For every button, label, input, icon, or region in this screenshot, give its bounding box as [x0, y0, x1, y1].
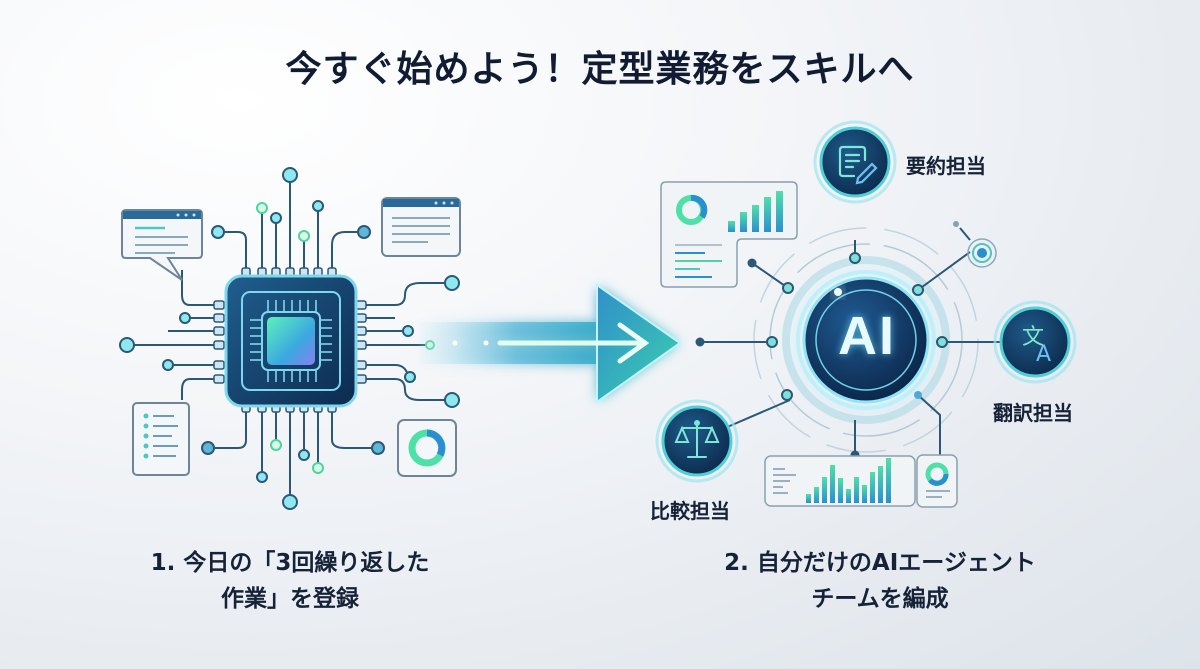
agent-node-summary — [813, 120, 897, 204]
chip-icon — [224, 274, 358, 408]
step2-line2: チームを編成 — [811, 586, 949, 612]
arrow-icon — [420, 283, 682, 404]
agent-node-translate: 文 A — [993, 300, 1077, 384]
agent-label-compare: 比較担当 — [650, 499, 730, 523]
analytics-panel-icon — [660, 181, 798, 288]
step1-line2: 作業」を登録 — [221, 586, 359, 612]
chip-trace-nodes — [119, 167, 460, 510]
step2-line1: 2. 自分だけのAIエージェント — [724, 550, 1036, 576]
svg-text:A: A — [1036, 342, 1051, 367]
checklist-icon — [132, 402, 190, 476]
target-icon — [967, 238, 997, 268]
balance-scale-icon — [674, 420, 720, 458]
agent-label-summary: 要約担当 — [906, 154, 986, 178]
donut-chart-icon — [397, 419, 457, 477]
page-title: 今すぐ始めよう！定型業務をスキルへ — [285, 49, 915, 90]
ai-hub-icon — [802, 276, 930, 404]
chip-illustration — [128, 178, 452, 500]
agent-node-compare — [655, 399, 739, 483]
document-edit-icon — [838, 145, 878, 185]
hub-label: AI — [838, 306, 896, 366]
translate-icon: 文 — [1022, 325, 1044, 350]
step1-line1: 1. 今日の「3回繰り返した — [150, 550, 430, 576]
step1-caption: 1. 今日の「3回繰り返した 作業」を登録 — [100, 545, 480, 617]
bar-chart-panel-icon — [764, 454, 958, 508]
chat-window-icon — [121, 209, 203, 281]
browser-window-icon — [381, 197, 461, 257]
step2-caption: 2. 自分だけのAIエージェント チームを編成 — [670, 545, 1090, 617]
hub-connector-nodes — [695, 221, 959, 460]
hub-connectors — [700, 227, 1000, 455]
agent-label-translate: 翻訳担当 — [993, 401, 1073, 425]
